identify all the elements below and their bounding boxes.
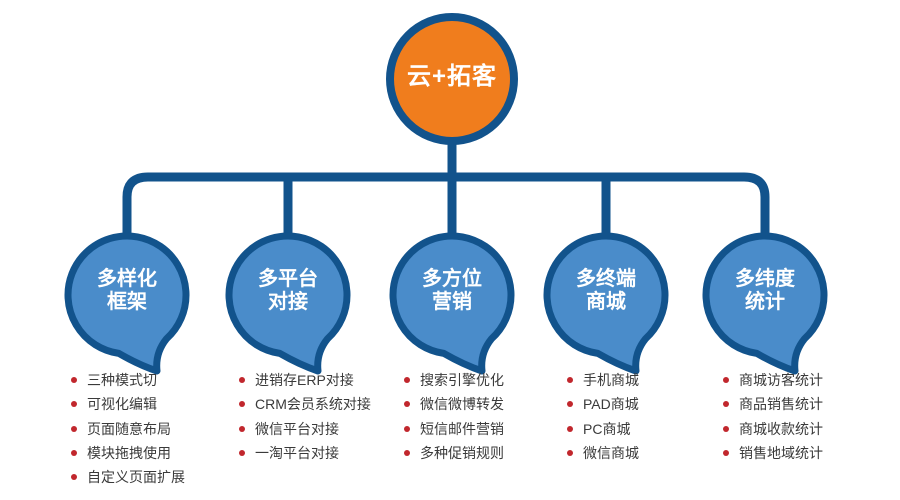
bullet-icon: [404, 450, 410, 457]
list-item-label: 可视化编辑: [87, 396, 157, 413]
list-item: PC商城: [567, 417, 639, 441]
list-item-label: 三种模式切: [87, 372, 157, 389]
bullet-icon: [723, 450, 729, 457]
list-item: 手机商城: [567, 368, 639, 392]
list-item-label: 短信邮件营销: [420, 420, 504, 437]
list-item: 模块拖拽使用: [71, 441, 185, 465]
list-item: 一淘平台对接: [239, 441, 371, 465]
list-item: 可视化编辑: [71, 392, 185, 416]
branch-label-2-line1: 多平台: [258, 268, 318, 290]
branch-label-1-line2: 框架: [107, 291, 147, 313]
list-item: CRM会员系统对接: [239, 392, 371, 416]
branch-label-4-line2: 商城: [586, 291, 626, 313]
list-item: 搜索引擎优化: [404, 368, 504, 392]
branch-label-4: 多终端 商城: [536, 268, 676, 314]
list-item-label: 手机商城: [583, 372, 639, 389]
bullet-icon: [239, 425, 245, 432]
list-item: 三种模式切: [71, 368, 185, 392]
root-node-label: 云+拓客: [406, 63, 497, 90]
feature-list-2: 进销存ERP对接 CRM会员系统对接微信平台对接一淘平台对接: [239, 368, 371, 465]
list-item: 进销存ERP对接: [239, 368, 371, 392]
bullet-icon: [723, 425, 729, 432]
bullet-icon: [239, 401, 245, 408]
list-item: 页面随意布局: [71, 417, 185, 441]
list-item-label: 微信商城: [583, 445, 639, 462]
branch-label-5: 多纬度 统计: [695, 268, 835, 314]
list-item-label: 商品销售统计: [739, 396, 823, 413]
branch-label-5-line2: 统计: [745, 291, 785, 313]
branch-label-5-line1: 多纬度: [735, 268, 795, 290]
list-item-label: 商城访客统计: [739, 372, 823, 389]
list-item-label: 自定义页面扩展: [87, 469, 185, 486]
list-item-label: 微信微博转发: [420, 396, 504, 413]
list-item-label: 模块拖拽使用: [87, 445, 171, 462]
list-item-label: 一淘平台对接: [255, 445, 339, 462]
branch-label-1-line1: 多样化: [97, 268, 157, 290]
bullet-icon: [404, 401, 410, 408]
branch-label-3-line2: 营销: [432, 291, 472, 313]
feature-list-3: 搜索引擎优化微信微博转发短信邮件营销多种促销规则: [404, 368, 504, 465]
list-item-label: 进销存ERP对接: [255, 372, 354, 389]
list-item-label: 商城收款统计: [739, 420, 823, 437]
bullet-icon: [71, 474, 77, 481]
bullet-icon: [567, 425, 573, 432]
list-item-label: 微信平台对接: [255, 420, 339, 437]
bullet-icon: [404, 425, 410, 432]
branch-label-1: 多样化 框架: [57, 268, 197, 314]
bullet-icon: [239, 450, 245, 457]
list-item: 微信商城: [567, 441, 639, 465]
list-item: PAD商城: [567, 392, 639, 416]
bullet-icon: [567, 377, 573, 384]
feature-list-5: 商城访客统计商品销售统计商城收款统计销售地域统计: [723, 368, 823, 465]
bullet-icon: [723, 377, 729, 384]
list-item-label: 页面随意布局: [87, 420, 171, 437]
bullet-icon: [567, 450, 573, 457]
list-item: 销售地域统计: [723, 441, 823, 465]
branch-label-2: 多平台 对接: [218, 268, 358, 314]
branch-label-4-line1: 多终端: [576, 268, 636, 290]
list-item: 自定义页面扩展: [71, 465, 185, 489]
bullet-icon: [71, 425, 77, 432]
branch-label-2-line2: 对接: [268, 291, 308, 313]
list-item: 微信微博转发: [404, 392, 504, 416]
list-item-label: PC商城: [583, 420, 631, 437]
list-item-label: PAD商城: [583, 396, 639, 413]
list-item-label: 搜索引擎优化: [420, 372, 504, 389]
list-item: 多种促销规则: [404, 441, 504, 465]
list-item: 短信邮件营销: [404, 417, 504, 441]
list-item: 商城访客统计: [723, 368, 823, 392]
branch-label-3-line1: 多方位: [422, 268, 482, 290]
list-item: 商品销售统计: [723, 392, 823, 416]
connector-lines: [122, 140, 770, 234]
list-item-label: CRM会员系统对接: [255, 396, 371, 413]
list-item: 商城收款统计: [723, 417, 823, 441]
list-item-label: 销售地域统计: [739, 445, 823, 462]
bullet-icon: [723, 401, 729, 408]
root-node-circle: [386, 13, 518, 145]
feature-list-1: 三种模式切可视化编辑页面随意布局模块拖拽使用自定义页面扩展: [71, 368, 185, 489]
bullet-icon: [404, 377, 410, 384]
bullet-icon: [71, 401, 77, 408]
bullet-icon: [71, 450, 77, 457]
bullet-icon: [239, 377, 245, 384]
feature-list-4: 手机商城 PAD商城 PC商城微信商城: [567, 368, 639, 465]
list-item: 微信平台对接: [239, 417, 371, 441]
bullet-icon: [71, 377, 77, 384]
bullet-icon: [567, 401, 573, 408]
list-item-label: 多种促销规则: [420, 445, 504, 462]
branch-label-3: 多方位 营销: [382, 268, 522, 314]
